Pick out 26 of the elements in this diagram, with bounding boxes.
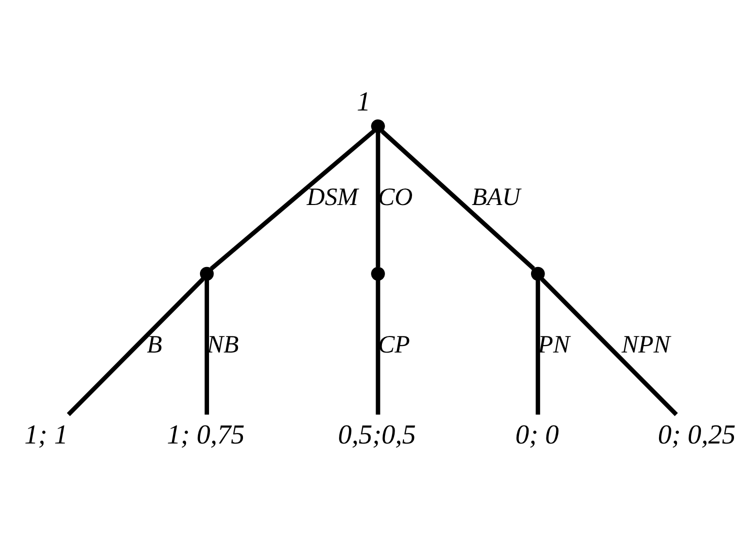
edge-label: CP: [378, 331, 410, 358]
node-text: 0,5;0,5: [338, 418, 416, 449]
edge-label: B: [146, 331, 162, 358]
node-circle: [531, 266, 545, 280]
node-text: 0; 0,25: [658, 418, 736, 449]
connector: [376, 280, 380, 414]
edge-label: NB: [206, 331, 239, 358]
connector: [540, 277, 678, 416]
connector: [204, 280, 210, 414]
node-label: 1: [356, 86, 370, 116]
node-text: 1; 0,75: [166, 418, 245, 449]
connector: [210, 128, 376, 270]
edge-label: PN: [538, 331, 570, 358]
node-circle: [371, 266, 385, 280]
edge-label: DSM: [306, 184, 358, 211]
node-circle: [371, 118, 385, 133]
connector: [380, 129, 536, 270]
edge-label: CO: [378, 184, 413, 211]
node-text: 0; 0: [515, 418, 559, 449]
edge-label: BAU: [472, 184, 520, 211]
edge-label: NPN: [622, 331, 670, 358]
connector: [536, 280, 540, 414]
connector: [66, 277, 204, 416]
connector: [376, 132, 380, 267]
node-circle: [200, 266, 214, 280]
node-text: 1; 1: [24, 418, 68, 449]
